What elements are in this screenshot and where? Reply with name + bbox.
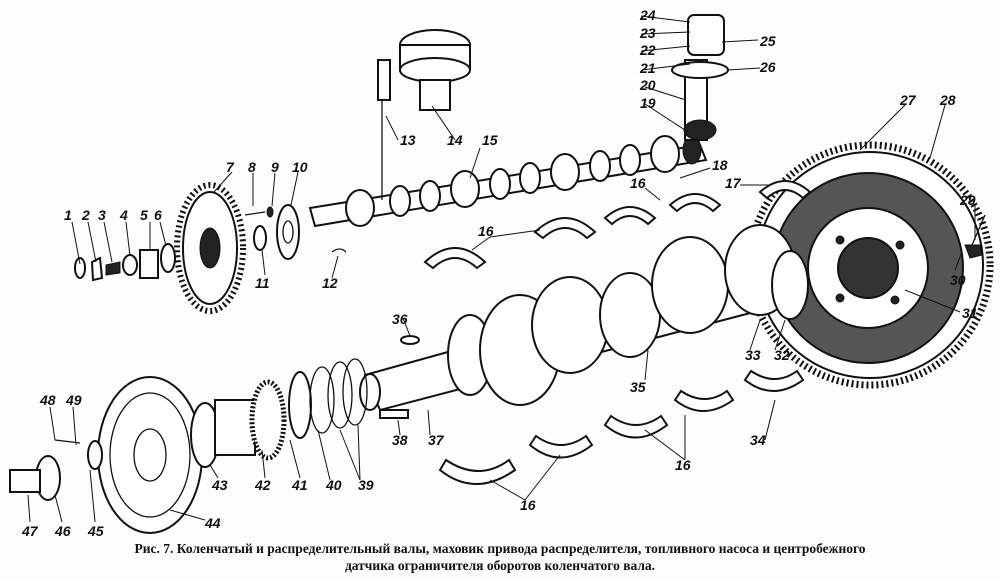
callout-49: 49	[65, 392, 82, 408]
callout-47: 47	[21, 523, 39, 539]
callout-22: 22	[639, 42, 656, 58]
callout-46: 46	[54, 523, 71, 539]
crankshaft-pulley	[97, 376, 203, 534]
callout-16-b: 16	[630, 175, 646, 191]
callout-19: 19	[640, 95, 656, 111]
callout-42: 42	[254, 477, 271, 493]
callout-7: 7	[226, 159, 235, 175]
callout-13: 13	[400, 132, 416, 148]
callout-2: 2	[81, 207, 90, 223]
flywheel	[746, 141, 994, 389]
callout-12: 12	[322, 275, 338, 291]
callout-20: 20	[639, 77, 656, 93]
callout-8: 8	[248, 159, 256, 175]
callout-40: 40	[325, 477, 342, 493]
callout-25: 25	[759, 33, 776, 49]
flywheel-bolt	[964, 214, 986, 259]
callout-37: 37	[428, 432, 445, 448]
figure-caption: Рис. 7. Коленчатый и распределительный в…	[0, 540, 1000, 574]
callout-41: 41	[291, 477, 308, 493]
callout-1: 1	[64, 207, 72, 223]
callout-16-a: 16	[478, 223, 494, 239]
callout-16-c: 16	[675, 457, 691, 473]
callout-23: 23	[639, 25, 656, 41]
callout-44: 44	[204, 515, 221, 531]
callout-29: 29	[959, 192, 976, 208]
bearing-shells	[423, 180, 812, 485]
exploded-view-drawing: 1 2 3 4 5 6 7 8 9 10 11 12 13 14 15 16 1…	[9, 7, 994, 539]
crankshaft	[359, 224, 809, 412]
callout-3: 3	[98, 207, 106, 223]
caption-line-1: Рис. 7. Коленчатый и распределительный в…	[134, 541, 866, 556]
callout-17: 17	[725, 175, 742, 191]
callout-numbers: 1 2 3 4 5 6 7 8 9 10 11 12 13 14 15 16 1…	[21, 7, 978, 539]
fuel-pump	[377, 29, 471, 200]
front-small-parts	[9, 335, 420, 501]
callout-4: 4	[119, 207, 128, 223]
callout-24: 24	[639, 7, 656, 23]
leader-lines	[27, 15, 976, 523]
callout-45: 45	[87, 523, 104, 539]
callout-15: 15	[482, 132, 498, 148]
callout-11: 11	[255, 275, 270, 291]
callout-14: 14	[447, 132, 463, 148]
caption-line-2: датчика ограничителя оборотов коленчатог…	[344, 558, 656, 573]
callout-21: 21	[639, 60, 656, 76]
callout-48: 48	[39, 392, 56, 408]
callout-34: 34	[750, 432, 766, 448]
callout-43: 43	[211, 477, 228, 493]
callout-39: 39	[358, 477, 374, 493]
callout-6: 6	[154, 207, 162, 223]
callout-16-d: 16	[520, 497, 536, 513]
callout-38: 38	[392, 432, 408, 448]
callout-27: 27	[899, 92, 917, 108]
callout-10: 10	[292, 159, 308, 175]
callout-26: 26	[759, 59, 776, 75]
camshaft-gear	[174, 182, 246, 314]
camshaft	[308, 135, 708, 228]
callout-31: 31	[962, 305, 978, 321]
callout-30: 30	[950, 272, 966, 288]
callout-36: 36	[392, 311, 408, 327]
callout-9: 9	[271, 159, 279, 175]
callout-32: 32	[774, 347, 790, 363]
callout-5: 5	[140, 207, 148, 223]
callout-28: 28	[939, 92, 956, 108]
callout-18: 18	[712, 157, 728, 173]
callout-35: 35	[630, 379, 646, 395]
callout-33: 33	[745, 347, 761, 363]
distributor-drive	[671, 14, 729, 141]
